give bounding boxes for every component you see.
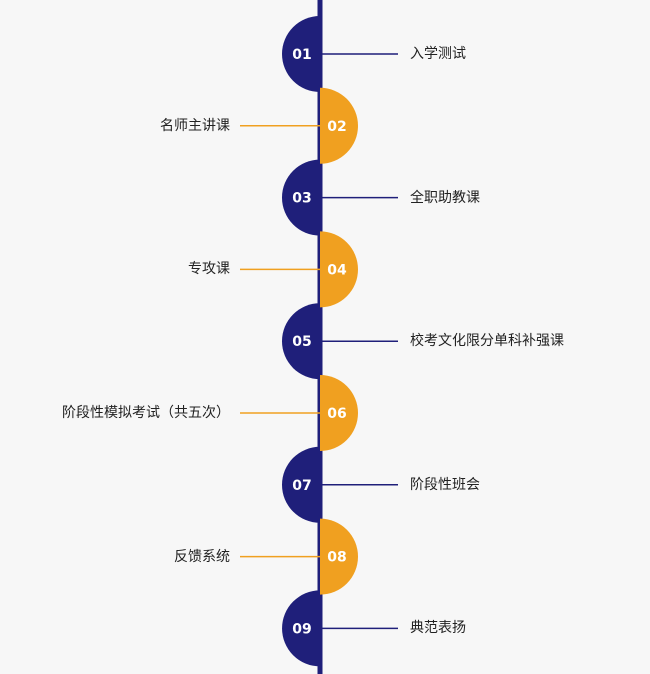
- step-09-label: 典范表扬: [410, 620, 466, 637]
- step-06-half-circle: [320, 375, 358, 451]
- step-05-half-circle: [282, 303, 320, 380]
- step-04-label: 专攻课: [188, 261, 230, 278]
- step-08-label: 反馈系统: [174, 548, 230, 565]
- step-09-number: 09: [292, 621, 311, 637]
- step-04-half-circle: [320, 231, 358, 308]
- step-03-label: 全职助教课: [410, 189, 480, 206]
- step-06-label: 阶段性模拟考试（共五次）: [62, 405, 230, 421]
- step-05-label: 校考文化限分单科补强课: [410, 333, 564, 350]
- step-08-half-circle: [320, 518, 358, 595]
- step-03-half-circle: [282, 159, 320, 236]
- step-08-number: 08: [327, 550, 346, 566]
- step-05-number: 05: [292, 334, 311, 350]
- step-07-number: 07: [292, 478, 311, 494]
- step-02-label: 名师主讲课: [160, 117, 230, 134]
- step-07-half-circle: [282, 446, 320, 523]
- step-01-half-circle: [282, 16, 320, 92]
- step-02-half-circle: [320, 87, 358, 164]
- step-06-number: 06: [327, 406, 346, 422]
- step-04-number: 04: [327, 262, 347, 278]
- step-07-label: 阶段性班会: [410, 476, 480, 493]
- step-02-number: 02: [327, 119, 346, 135]
- step-03-number: 03: [292, 191, 311, 207]
- step-01-label: 入学测试: [410, 46, 466, 62]
- step-09-half-circle: [282, 590, 320, 667]
- step-01-number: 01: [292, 47, 311, 63]
